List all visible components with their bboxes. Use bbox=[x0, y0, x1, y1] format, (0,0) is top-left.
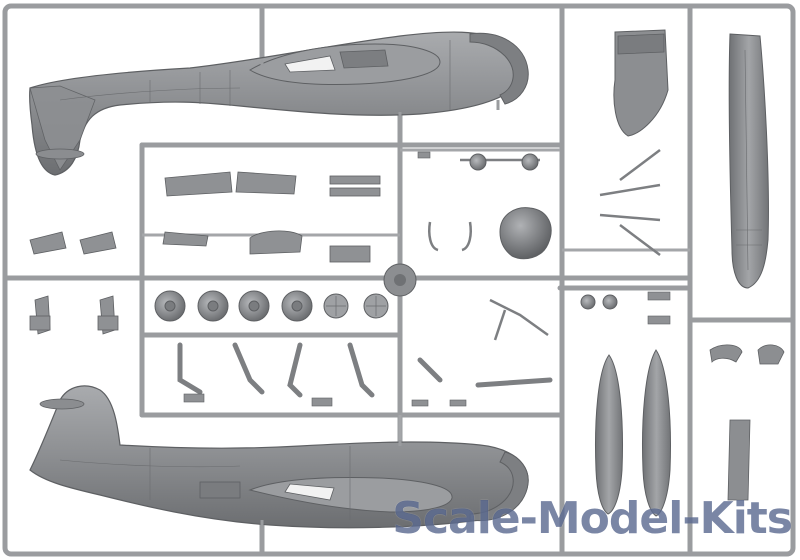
control-surfaces bbox=[162, 171, 381, 263]
misc-bits bbox=[183, 151, 671, 407]
wheel-small-pair bbox=[469, 153, 618, 310]
small-parts-right bbox=[709, 344, 785, 501]
runner-frame bbox=[2, 3, 796, 557]
centre-hub bbox=[383, 263, 417, 297]
fuselage-half-top bbox=[29, 31, 529, 176]
dome-part bbox=[499, 207, 552, 260]
cowling-part bbox=[613, 29, 669, 137]
landing-gear bbox=[177, 342, 553, 398]
drop-tanks bbox=[595, 349, 671, 517]
fuselage-half-bottom bbox=[29, 385, 529, 529]
small-parts-left bbox=[29, 231, 119, 335]
long-panel-part bbox=[728, 33, 769, 289]
wheels-row bbox=[154, 290, 389, 322]
pylon-assembly bbox=[599, 149, 661, 256]
